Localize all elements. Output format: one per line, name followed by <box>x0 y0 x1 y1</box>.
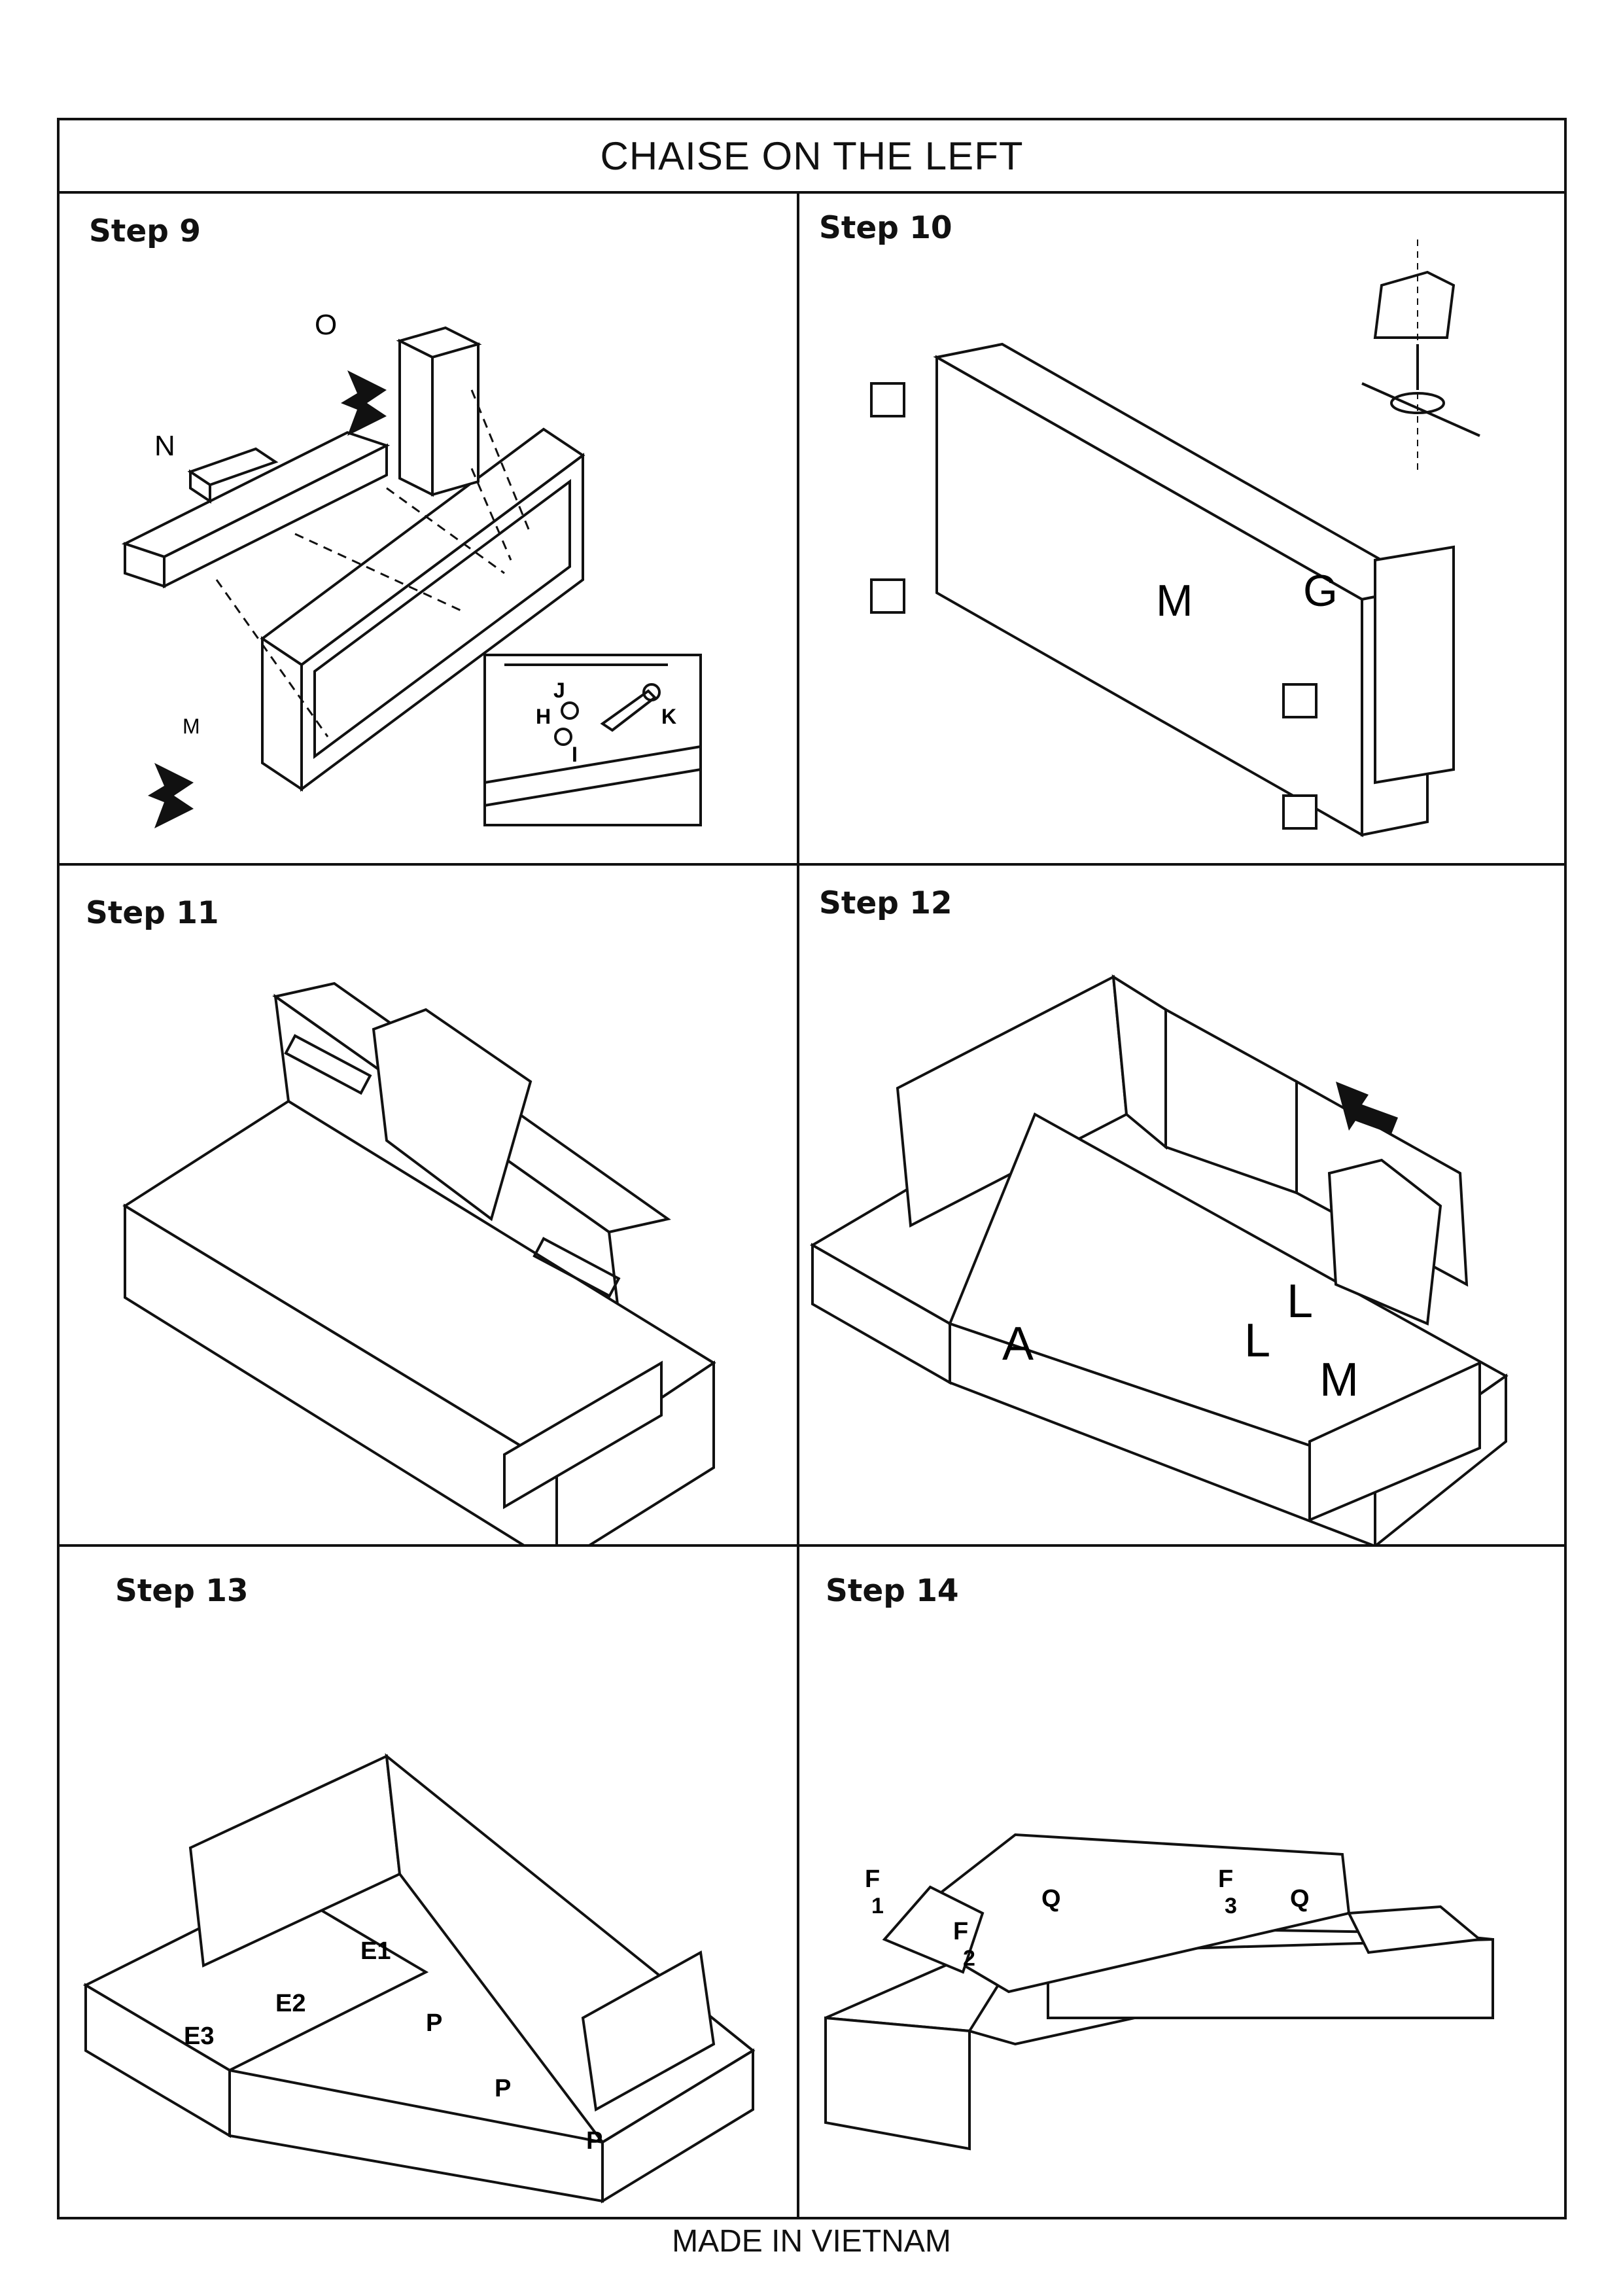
part-label-k: K <box>661 705 676 728</box>
part-label-p-1: P <box>426 2009 442 2037</box>
part-label-j: J <box>553 679 565 702</box>
instruction-sheet-frame: CHAISE ON THE LEFT Step 9 <box>57 118 1567 2219</box>
step-10-panel: Step 10 M G <box>799 194 1567 863</box>
step-11-label: Step 11 <box>86 895 219 931</box>
step-14-illustration <box>824 1833 1494 2151</box>
seat-number-1: 1 <box>871 1894 884 1918</box>
part-label-q-2: Q <box>1290 1885 1310 1913</box>
step-13-illustration <box>82 1753 756 2204</box>
step-12-label: Step 12 <box>819 885 952 921</box>
step-10-illustration <box>870 239 1480 838</box>
part-label-l-1: L <box>1244 1315 1270 1367</box>
step-12-labels: A L L M <box>1002 1275 1359 1406</box>
step-10-label: Step 10 <box>819 210 952 246</box>
step-13-label: Step 13 <box>115 1573 249 1609</box>
row-divider-2 <box>60 1544 1564 1547</box>
step-9-labels: O N M J H I K <box>154 309 676 766</box>
part-label-g: G <box>1303 566 1338 616</box>
part-label-m: M <box>1319 1354 1359 1406</box>
part-label-q-1: Q <box>1041 1885 1061 1913</box>
page-title: CHAISE ON THE LEFT <box>600 133 1024 178</box>
step-13-panel: Step 13 E1 E2 E3 P P P <box>60 1547 797 2221</box>
step-11-illustration <box>122 981 716 1544</box>
seat-number-3: 3 <box>1225 1894 1237 1918</box>
part-label-p-3: P <box>586 2127 602 2155</box>
part-label-n: N <box>154 430 175 462</box>
step-12-illustration <box>810 974 1509 1544</box>
step-13-labels: E1 E2 E3 P P P <box>184 1937 602 2155</box>
seat-number-2: 2 <box>963 1946 975 1971</box>
part-label-l-2: L <box>1287 1275 1313 1328</box>
part-label-e3: E3 <box>184 2022 214 2050</box>
part-label-f-1: F <box>953 1918 968 1945</box>
part-label-f-2: F <box>865 1865 880 1893</box>
part-label-a: A <box>1002 1318 1034 1370</box>
row-divider-1 <box>60 863 1564 866</box>
step-12-panel: Step 12 A L L M <box>799 866 1567 1544</box>
step-11-panel: Step 11 <box>60 866 797 1544</box>
step-9-label: Step 9 <box>89 213 201 249</box>
part-label-e2: E2 <box>275 1990 305 2017</box>
part-label-m: M <box>183 715 200 738</box>
step-14-labels: F F F Q Q 1 2 3 <box>865 1865 1310 1971</box>
title-bar: CHAISE ON THE LEFT <box>60 120 1564 194</box>
part-label-h: H <box>536 705 551 728</box>
step-14-panel: Step 14 F F F Q Q 1 2 3 <box>799 1547 1567 2221</box>
part-label-f-3: F <box>1218 1865 1233 1893</box>
part-label-e1: E1 <box>360 1937 391 1965</box>
footer-made-in: MADE IN VIETNAM <box>672 2224 951 2259</box>
step-9-illustration <box>121 326 702 828</box>
part-label-i: I <box>572 743 578 766</box>
part-label-p-2: P <box>495 2075 511 2102</box>
step-14-label: Step 14 <box>826 1573 959 1609</box>
part-label-m: M <box>1156 576 1193 626</box>
part-label-o: O <box>315 309 337 341</box>
column-divider <box>797 191 799 2219</box>
step-9-panel: Step 9 <box>60 194 797 863</box>
step-10-labels: M G <box>1156 566 1338 626</box>
